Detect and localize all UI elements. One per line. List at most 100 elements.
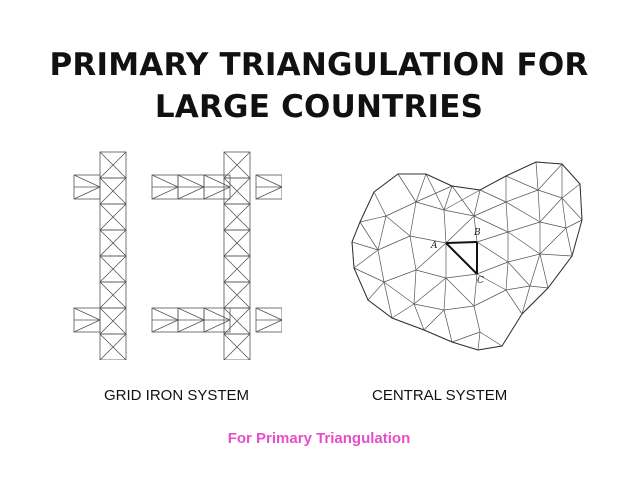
network-edge [473, 289, 507, 307]
network-edge [409, 235, 447, 244]
grid-cell [223, 151, 251, 179]
grid-cell-diagonal [99, 203, 127, 231]
grid-cell [255, 174, 282, 200]
network-edge [505, 289, 523, 315]
grid-cell-diagonal [203, 186, 231, 200]
network-edge [507, 261, 531, 287]
network-edge [383, 281, 415, 305]
grid-cell [99, 203, 127, 231]
grid-cell [223, 177, 251, 205]
grid-cell-diagonal [73, 186, 101, 200]
network-edge [476, 231, 509, 243]
network-edge [476, 261, 509, 275]
network-edge [445, 273, 478, 279]
network-edge [415, 269, 447, 279]
grid-cell-diagonal [255, 186, 282, 200]
grid-cell-diagonal [223, 255, 251, 283]
network-edge [383, 281, 393, 319]
grid-cell-diagonal [255, 174, 282, 188]
network-edge [565, 227, 573, 257]
grid-cell-diagonal [99, 177, 127, 205]
grid-cell-diagonal [73, 319, 101, 333]
grid-cell-diagonal [223, 203, 251, 231]
network-edge [561, 197, 583, 221]
network-edge [415, 242, 447, 271]
network-edge [539, 253, 573, 257]
grid-cell-diagonal [223, 177, 251, 205]
network-edge [451, 185, 475, 217]
grid-cell-diagonal [203, 307, 231, 321]
grid-cell-diagonal [73, 174, 101, 188]
network-edge [477, 331, 481, 351]
slide-title-line-1: PRIMARY TRIANGULATION FOR [49, 47, 589, 83]
network-edge [413, 303, 425, 331]
network-edge [443, 189, 481, 211]
station-line-a-c [445, 242, 478, 275]
network-edge [479, 189, 507, 203]
network-edge [353, 249, 379, 269]
grid-iron-diagram [73, 151, 282, 360]
network-edge [373, 191, 387, 217]
grid-cell [203, 307, 231, 333]
network-edge [359, 215, 387, 223]
network-edge [443, 277, 447, 311]
grid-cell [99, 333, 127, 360]
grid-cell [255, 307, 282, 333]
network-edge [479, 331, 503, 347]
network-edge [423, 309, 445, 331]
network-edge [539, 221, 567, 229]
grid-cell-frame [223, 333, 251, 360]
network-edge [537, 189, 563, 199]
central-system-boundary [351, 161, 583, 351]
network-edge [377, 235, 411, 251]
grid-cell [223, 203, 251, 231]
network-edge [415, 201, 445, 211]
network-edge [537, 189, 541, 223]
network-edge [521, 285, 531, 315]
network-edge [505, 285, 531, 291]
network-edge [451, 331, 481, 343]
network-edge [443, 185, 453, 211]
grid-cell-diagonal [99, 333, 127, 360]
network-edge [445, 215, 475, 244]
network-edge [413, 303, 445, 311]
network-edge [561, 183, 581, 199]
grid-cell-diagonal [177, 186, 205, 200]
grid-cell [223, 281, 251, 309]
grid-cell [99, 307, 127, 335]
network-edge [507, 253, 541, 263]
grid-cell [177, 307, 205, 333]
grid-cell-diagonal [223, 281, 251, 309]
network-edge [507, 231, 541, 255]
network-edge [443, 305, 475, 311]
grid-cell-diagonal [223, 151, 251, 179]
grid-cell [151, 307, 179, 333]
network-edge [413, 269, 417, 305]
network-edge [385, 215, 411, 237]
grid-cell [203, 174, 231, 200]
network-edge [409, 201, 417, 237]
grid-cell-frame [99, 333, 127, 360]
grid-cell [177, 174, 205, 200]
network-edge [473, 273, 478, 307]
network-edge [443, 209, 447, 244]
slide-title: PRIMARY TRIANGULATION FOR LARGE COUNTRIE… [0, 44, 638, 128]
network-edge [385, 201, 417, 217]
slide-title-line-2: LARGE COUNTRIES [154, 89, 484, 125]
network-edge [505, 261, 509, 291]
central-system-caption: CENTRAL SYSTEM [372, 387, 508, 404]
grid-cell-diagonal [99, 281, 127, 309]
network-edge [391, 303, 415, 319]
grid-cell-diagonal [223, 307, 251, 335]
network-edge [351, 241, 379, 251]
grid-cell [99, 255, 127, 283]
network-edge [473, 215, 478, 243]
network-edge [476, 273, 507, 291]
grid-cell-diagonal [203, 319, 231, 333]
grid-cell-diagonal [255, 319, 282, 333]
grid-cell-diagonal [99, 151, 127, 179]
network-edge [409, 235, 417, 271]
grid-cell [223, 255, 251, 283]
grid-cell [73, 307, 101, 333]
network-edge [539, 253, 549, 289]
